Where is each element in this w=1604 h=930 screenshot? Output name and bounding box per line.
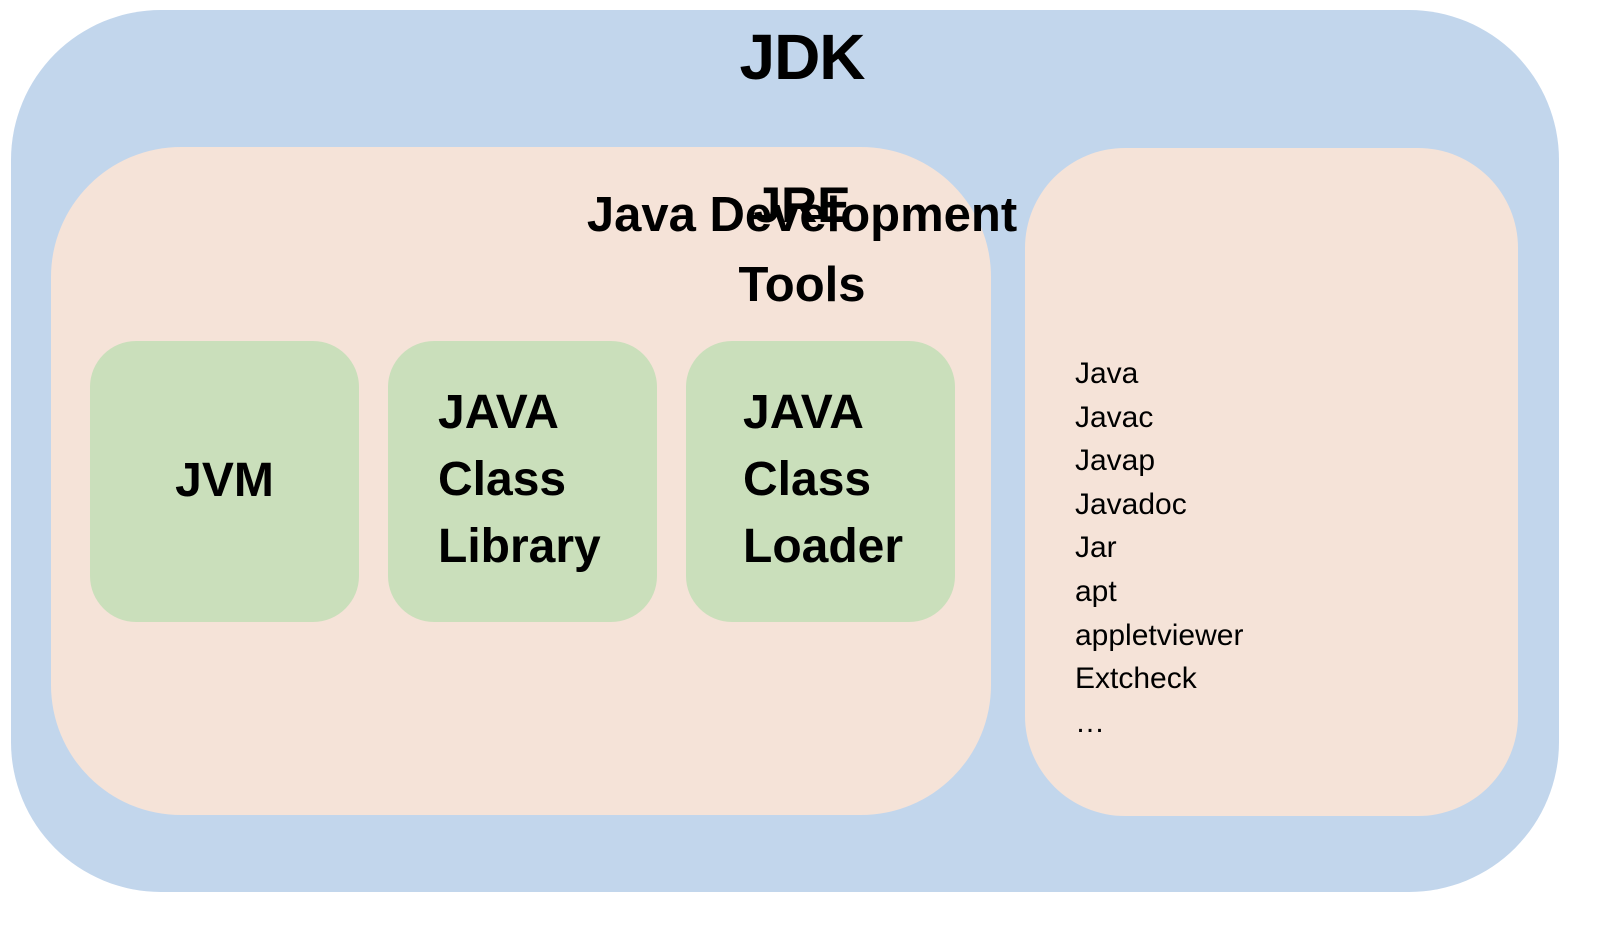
- java-class-library-label: JAVA Class Library: [438, 379, 601, 580]
- tool-appletviewer: appletviewer: [1075, 618, 1244, 652]
- java-class-library-box: JAVA Class Library: [388, 341, 657, 622]
- tool-apt: apt: [1075, 574, 1117, 608]
- java-development-tools-container: [1025, 148, 1518, 816]
- jvm-label: JVM: [175, 454, 274, 507]
- java-class-library-line-2: Class: [438, 453, 567, 506]
- tool-extcheck: Extcheck: [1075, 662, 1197, 696]
- tool-javac: Javac: [1075, 400, 1154, 434]
- tool-javap: Javap: [1075, 444, 1156, 478]
- jre-title: JRE: [753, 177, 851, 233]
- java-class-loader-line-3: Loader: [743, 520, 904, 573]
- tools-list: Java Javac Javap Javadoc Jar apt appletv…: [1075, 352, 1243, 744]
- tool-javadoc: Javadoc: [1075, 487, 1187, 521]
- java-class-loader-line-2: Class: [743, 453, 872, 506]
- jdk-title: JDK: [739, 21, 865, 93]
- java-development-tools-title-line-2: Tools: [738, 258, 866, 312]
- java-class-loader-label: JAVA Class Loader: [743, 379, 903, 580]
- tool-jar: Jar: [1075, 531, 1117, 565]
- java-class-loader-line-1: JAVA: [743, 386, 864, 439]
- java-development-tools-title-line-1: Java Development: [586, 188, 1018, 242]
- tool-more-ellipsis: …: [1075, 705, 1105, 739]
- java-class-library-line-1: JAVA: [438, 386, 559, 439]
- tool-java: Java: [1075, 357, 1139, 390]
- jvm-box: JVM: [90, 341, 359, 622]
- java-development-tools-title: Java Development Tools: [0, 180, 1604, 320]
- java-class-loader-box: JAVA Class Loader: [686, 341, 955, 622]
- java-class-library-line-3: Library: [438, 520, 601, 573]
